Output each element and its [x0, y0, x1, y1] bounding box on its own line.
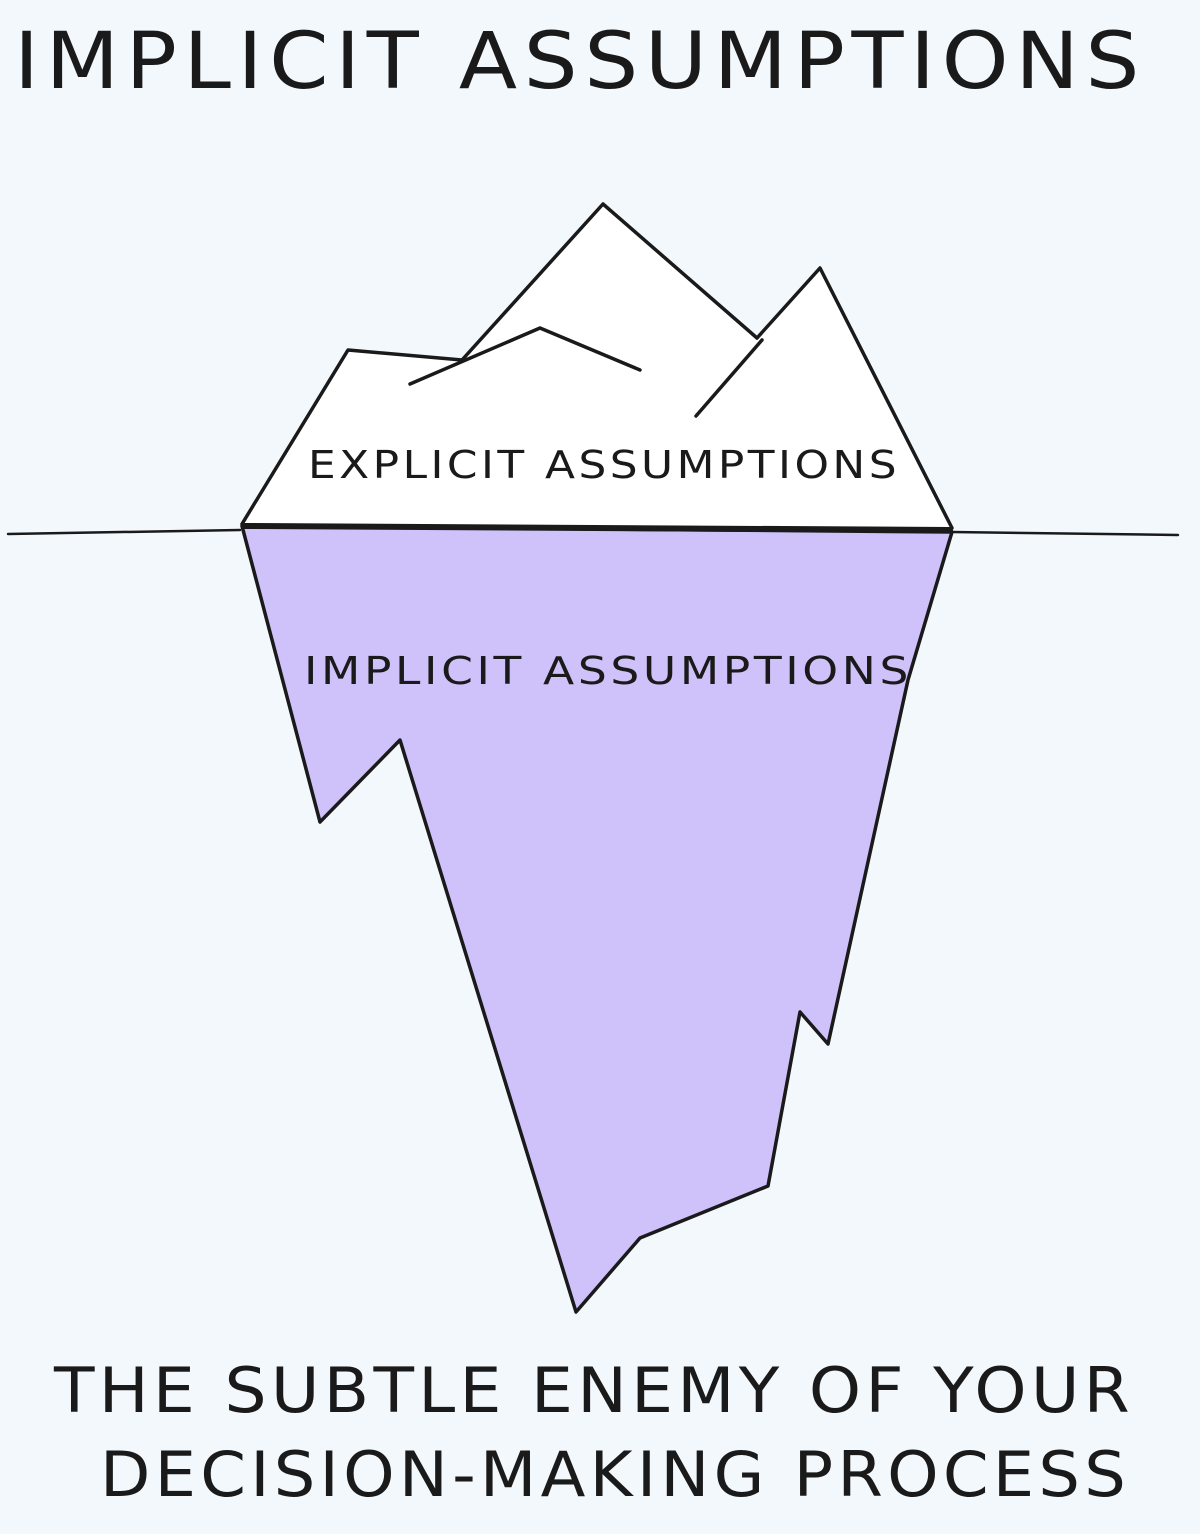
iceberg-tip-outline: [755, 266, 954, 530]
iceberg-ridge-line: [408, 326, 642, 386]
explicit-assumptions-label: EXPLICIT ASSUMPTIONS: [308, 443, 900, 487]
page-title: IMPLICIT ASSUMPTIONS: [14, 17, 1146, 107]
iceberg-tip-outline: [460, 202, 759, 362]
subtitle-line-1: THE SUBTLE ENEMY OF YOUR: [53, 1354, 1134, 1427]
implicit-assumptions-label: IMPLICIT ASSUMPTIONS: [304, 649, 912, 693]
iceberg-waterline-edge: [241, 523, 953, 533]
water-line: [6, 528, 1180, 537]
iceberg-ridge-line: [694, 338, 764, 418]
iceberg-icon: [240, 202, 954, 1314]
iceberg-submerged: [240, 524, 954, 1314]
subtitle-line-2: DECISION-MAKING PROCESS: [100, 1438, 1130, 1511]
iceberg-tip: [242, 204, 952, 528]
iceberg-tip-outline: [240, 348, 464, 526]
